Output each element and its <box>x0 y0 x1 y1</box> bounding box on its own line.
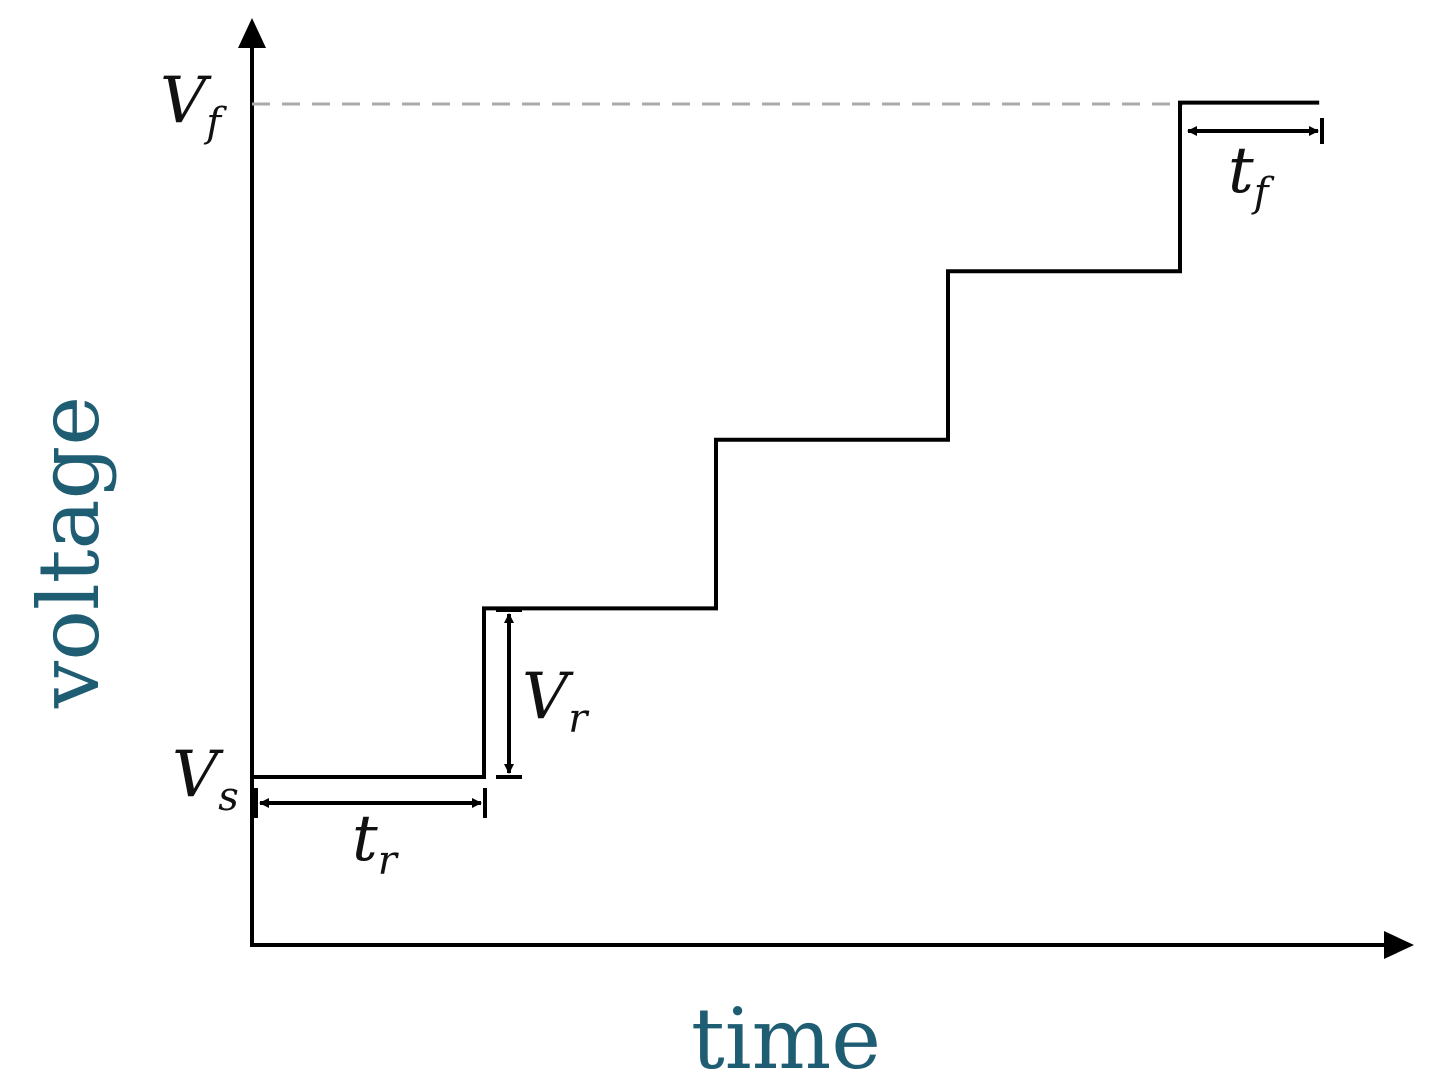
v-step-label: Vr <box>522 660 590 742</box>
x-axis-arrowhead <box>1384 931 1414 959</box>
t-step-label: tr <box>352 802 400 884</box>
y-axis-title: voltage <box>20 396 118 709</box>
v-final-label: Vf <box>160 64 227 146</box>
staircase-waveform <box>252 100 1320 779</box>
v-start-label: Vs <box>172 738 239 820</box>
t-final-label: tf <box>1228 134 1275 216</box>
y-axis-arrowhead <box>238 18 266 48</box>
x-axis-title: time <box>691 990 881 1088</box>
